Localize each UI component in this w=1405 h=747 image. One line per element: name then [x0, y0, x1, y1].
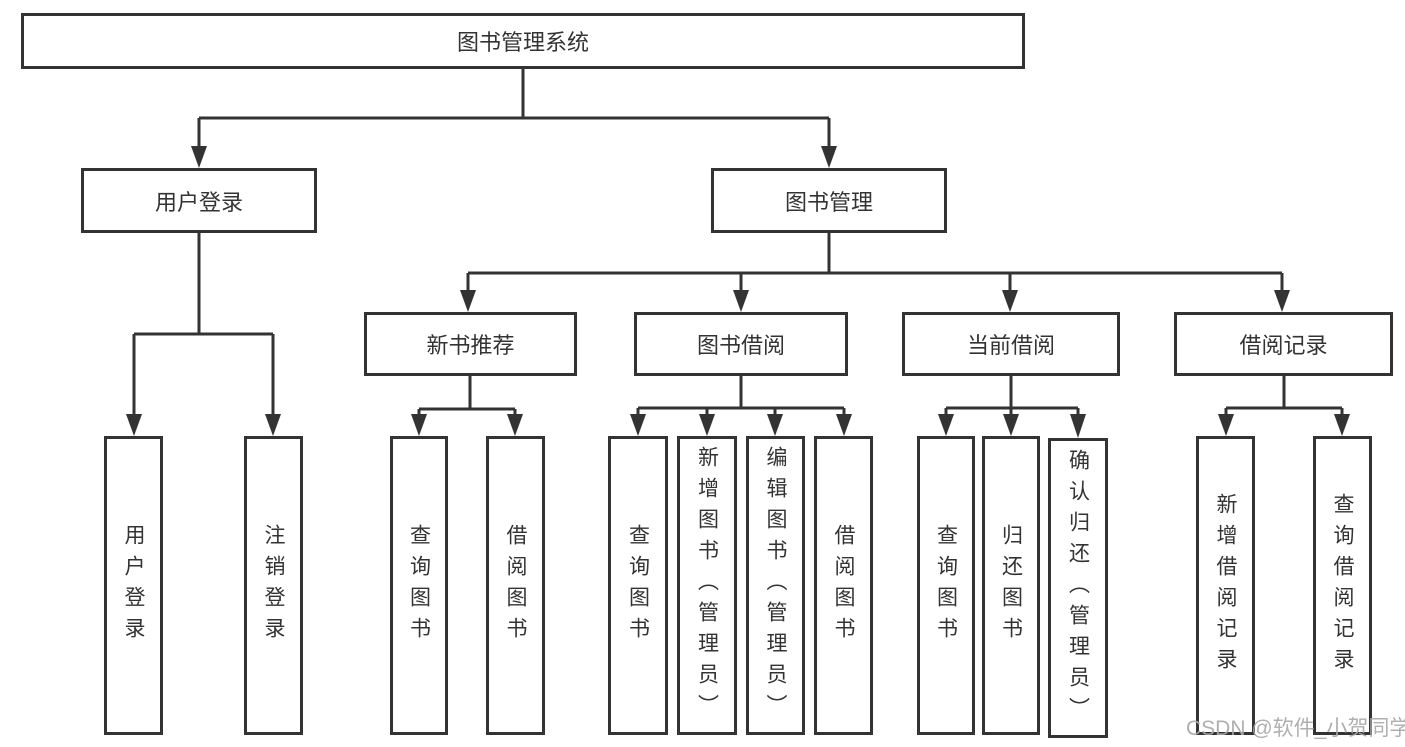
- leaf-recommend-borrow-books: 借阅图书: [486, 436, 545, 735]
- leaf-recommend-query-books: 查询图书: [390, 436, 448, 735]
- leaf-borrowing-edit-books-admin: 编辑图书（管理员）: [746, 436, 805, 735]
- node-new-book-recommend: 新书推荐: [364, 312, 577, 376]
- node-label: 借阅记录: [1239, 333, 1328, 358]
- leaf-user-login: 用户登录: [104, 436, 163, 735]
- node-borrow-records: 借阅记录: [1174, 312, 1393, 376]
- leaf-records-add-borrow-record: 新增借阅记录: [1196, 436, 1255, 735]
- node-label: 当前借阅: [966, 333, 1055, 358]
- node-label: 确认归还（管理员）: [1066, 448, 1090, 728]
- node-library-management-system: 图书管理系统: [21, 13, 1025, 69]
- node-user-login: 用户登录: [81, 168, 317, 233]
- leaf-logout: 注销登录: [244, 436, 303, 735]
- csdn-watermark: CSDN @软件_小贺同学: [1186, 717, 1405, 740]
- node-label: 新增图书（管理员）: [695, 446, 719, 725]
- leaf-current-query-books: 查询图书: [917, 436, 975, 735]
- node-label: 用户登录: [122, 523, 145, 648]
- node-book-management: 图书管理: [711, 168, 947, 233]
- leaf-current-confirm-return-admin: 确认归还（管理员）: [1048, 438, 1108, 738]
- node-label: 借阅图书: [504, 523, 527, 648]
- node-label: 图书借阅: [696, 333, 785, 358]
- node-label: 新增借阅记录: [1214, 492, 1237, 679]
- node-label: 借阅图书: [832, 523, 855, 648]
- node-label: 查询图书: [407, 523, 431, 648]
- leaf-borrowing-query-books: 查询图书: [608, 436, 668, 735]
- leaf-borrowing-borrow-books: 借阅图书: [814, 436, 873, 735]
- node-book-borrowing: 图书借阅: [634, 312, 848, 376]
- node-label: 新书推荐: [426, 333, 515, 358]
- node-label: 编辑图书（管理员）: [764, 446, 787, 725]
- node-label: 查询借阅记录: [1331, 492, 1354, 679]
- node-label: 用户登录: [154, 189, 243, 215]
- node-label: 归还图书: [999, 523, 1023, 648]
- node-label: 查询图书: [934, 523, 958, 648]
- leaf-current-return-books: 归还图书: [982, 436, 1040, 735]
- node-current-borrowing: 当前借阅: [902, 312, 1120, 376]
- node-label: 查询图书: [626, 523, 650, 648]
- node-label: 图书管理: [784, 189, 873, 215]
- leaf-records-query-borrow-record: 查询借阅记录: [1313, 436, 1372, 735]
- node-label: 注销登录: [262, 523, 285, 648]
- leaf-borrowing-add-books-admin: 新增图书（管理员）: [677, 436, 737, 735]
- node-label: 图书管理系统: [456, 30, 589, 55]
